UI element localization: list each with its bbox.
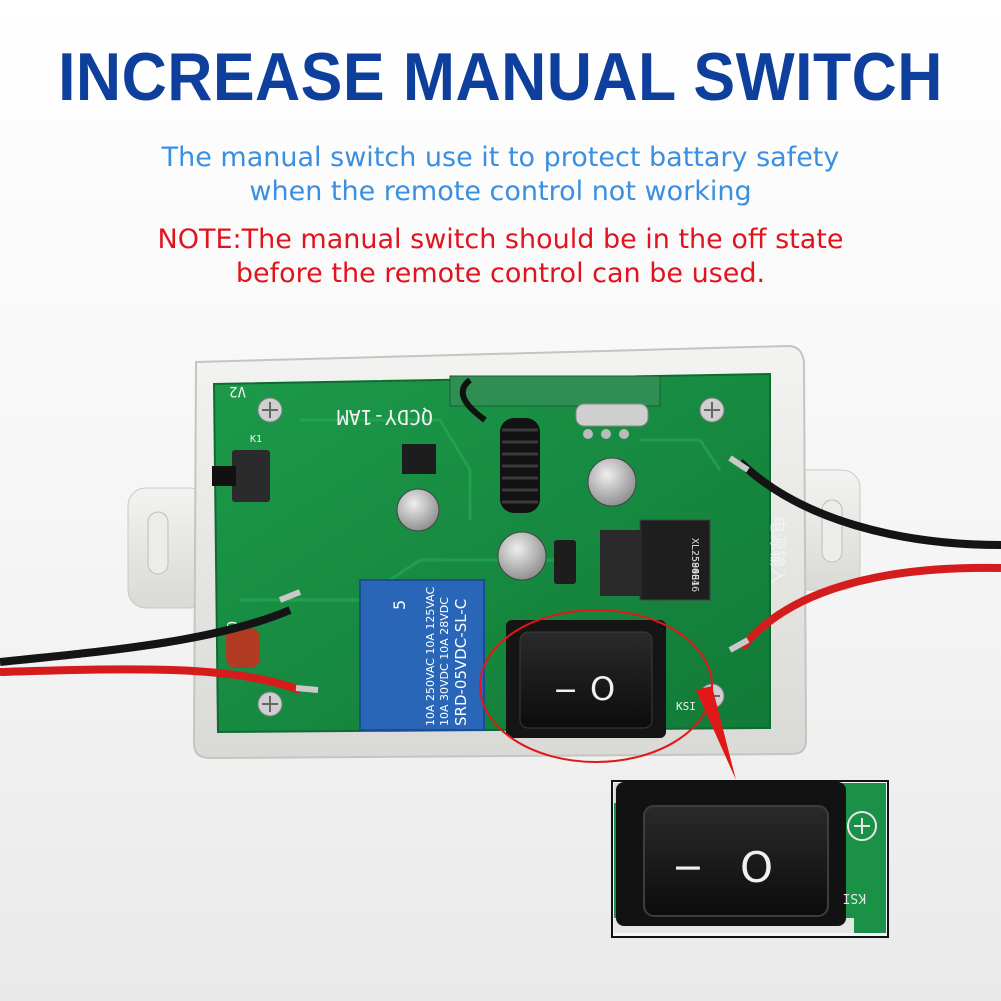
screw-bottom-left [257,691,283,717]
power-input-label: 电源输入 [767,516,787,584]
button-silk-label: K1 [250,434,262,445]
ic-chips: XL2596S -5.0E1 84046 [402,444,711,601]
push-button [212,450,270,502]
zoom-inset: − O KSI [611,780,889,938]
page-title: INCREASE MANUAL SWITCH [58,39,943,115]
antenna-coil [459,377,540,513]
relay-rating-1: 10A 250VAC 10A 125VAC [424,586,437,726]
switch-on-symbol: O [590,670,615,708]
inset-off-symbol: − [672,845,704,889]
description-line-1: The manual switch use it to protect batt… [161,142,840,173]
rocker-switch: − O [506,620,666,738]
relay-rating-2: 10A 30VDC 10A 28VDC [438,597,451,726]
film-capacitor [226,628,260,668]
switch-off-symbol: − [553,673,578,708]
inset-on-symbol: O [740,843,773,892]
highlight-ring [479,609,736,780]
regulator-text-3: 84046 [689,562,700,592]
inset-switch-label: KSI [843,890,866,905]
switch-silk-label: KSI [676,700,696,713]
regulator-text-2: -5.0E1 [689,550,700,586]
description-line-2: when the remote control not working [249,176,752,207]
rf-receiver-module [449,375,661,439]
regulator-text-1: XL2596S [689,538,700,580]
wires [0,455,1001,694]
screw-top-right [699,397,725,423]
screw-top-left [257,397,283,423]
relay-model-label: SRD-05VDC-SL-C [452,599,470,726]
board-model-label: QCDY-1AM [337,405,433,429]
board-version-label: V2 [229,383,246,399]
capacitors [396,457,637,581]
relay: SRD-05VDC-SL-C 10A 250VAC 10A 125VAC 10A… [359,579,485,731]
note-line-2: before the remote control can be used. [235,258,766,289]
note-line-1: NOTE:The manual switch should be in the … [157,224,844,255]
relay-pin-label: 5 [390,600,409,610]
